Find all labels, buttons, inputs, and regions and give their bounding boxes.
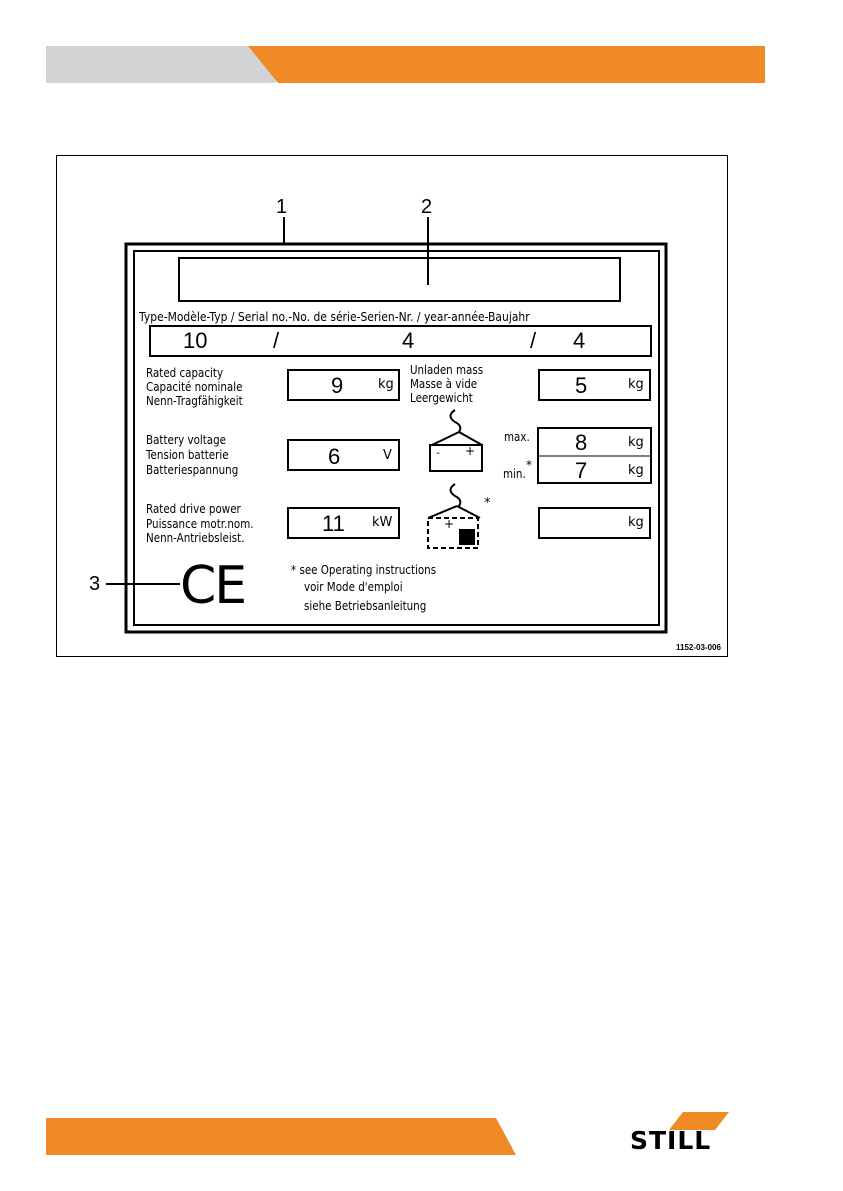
drive-power-value: 11 xyxy=(322,511,345,536)
battery-mass-min-label: min. xyxy=(503,467,526,481)
unladen-mass-label-en: Unladen mass xyxy=(410,363,484,377)
battery-minus-terminal: - xyxy=(436,446,440,459)
brand-logo: STILL xyxy=(630,1126,712,1155)
rated-capacity-label-fr: Capacité nominale xyxy=(146,380,243,394)
note-line-fr: voir Mode d'emploi xyxy=(304,580,403,594)
drive-power-unit: kW xyxy=(372,515,393,530)
nameplate-drawing xyxy=(106,217,668,634)
battery-hook-icon xyxy=(429,409,483,472)
battery-voltage-label-en: Battery voltage xyxy=(146,433,227,447)
battery-mass-min-value: 7 xyxy=(575,458,588,483)
drive-power-box xyxy=(287,507,400,539)
ce-mark: CE xyxy=(180,556,247,616)
still-logo-swoosh-icon xyxy=(669,1112,729,1130)
rated-capacity-box xyxy=(287,369,400,401)
callout-2: 2 xyxy=(421,196,433,218)
battery-voltage-box xyxy=(287,439,400,471)
separator-2: / xyxy=(530,328,537,353)
serial-number: 4 xyxy=(402,328,415,353)
figure-frame xyxy=(56,155,728,657)
year-number: 4 xyxy=(573,328,586,353)
note-line-de: siehe Betriebsanleitung xyxy=(304,599,427,613)
unladen-mass-label-fr: Masse à vide xyxy=(410,377,478,391)
unladen-mass-unit: kg xyxy=(628,377,644,392)
ballast-star: * xyxy=(484,496,491,511)
rated-capacity-label-de: Nenn-Tragfähigkeit xyxy=(146,394,243,408)
header-gray-bar xyxy=(46,46,276,83)
ballast-hook-icon xyxy=(427,483,481,549)
note-line-en: * see Operating instructions xyxy=(291,563,437,577)
separator-1: / xyxy=(273,328,280,353)
battery-mass-min-star: * xyxy=(526,458,532,472)
unladen-mass-box xyxy=(538,369,651,401)
plate-outer-border xyxy=(124,242,668,634)
battery-plus-terminal: + xyxy=(465,444,476,458)
battery-mass-min-unit: kg xyxy=(628,463,644,478)
type-serial-year-box xyxy=(149,325,652,357)
battery-voltage-unit: V xyxy=(383,448,392,463)
footer-orange-bar xyxy=(46,1118,516,1155)
drive-power-label-de: Nenn-Antriebsleist. xyxy=(146,531,245,545)
drive-power-label-fr: Puissance motr.nom. xyxy=(146,517,254,531)
rated-capacity-label-en: Rated capacity xyxy=(146,366,224,380)
battery-mass-max-label: max. xyxy=(504,430,530,444)
ballast-mass-unit: kg xyxy=(628,515,644,530)
unladen-mass-value: 5 xyxy=(575,373,588,398)
plate-inner-border xyxy=(133,250,660,626)
drive-power-label-en: Rated drive power xyxy=(146,502,241,516)
callout-3: 3 xyxy=(89,573,101,595)
ballast-mass-box xyxy=(538,507,651,539)
battery-voltage-value: 6 xyxy=(328,444,341,469)
battery-voltage-label-de: Batteriespannung xyxy=(146,463,239,477)
header-orange-bar xyxy=(248,46,765,83)
battery-voltage-label-fr: Tension batterie xyxy=(146,448,229,462)
figure-id: 1152-03-006 xyxy=(676,643,721,652)
callout-1: 1 xyxy=(276,196,288,218)
battery-mass-max-value: 8 xyxy=(575,430,588,455)
rated-capacity-value: 9 xyxy=(331,373,344,398)
type-number: 10 xyxy=(183,328,208,353)
unladen-mass-label-de: Leergewicht xyxy=(410,391,473,405)
ballast-plus-terminal: + xyxy=(444,517,455,531)
battery-mass-max-unit: kg xyxy=(628,435,644,450)
manufacturer-box xyxy=(178,257,621,302)
type-serial-year-label: Type-Modèle-Typ / Serial no.-No. de séri… xyxy=(139,309,530,324)
rated-capacity-unit: kg xyxy=(378,377,394,392)
